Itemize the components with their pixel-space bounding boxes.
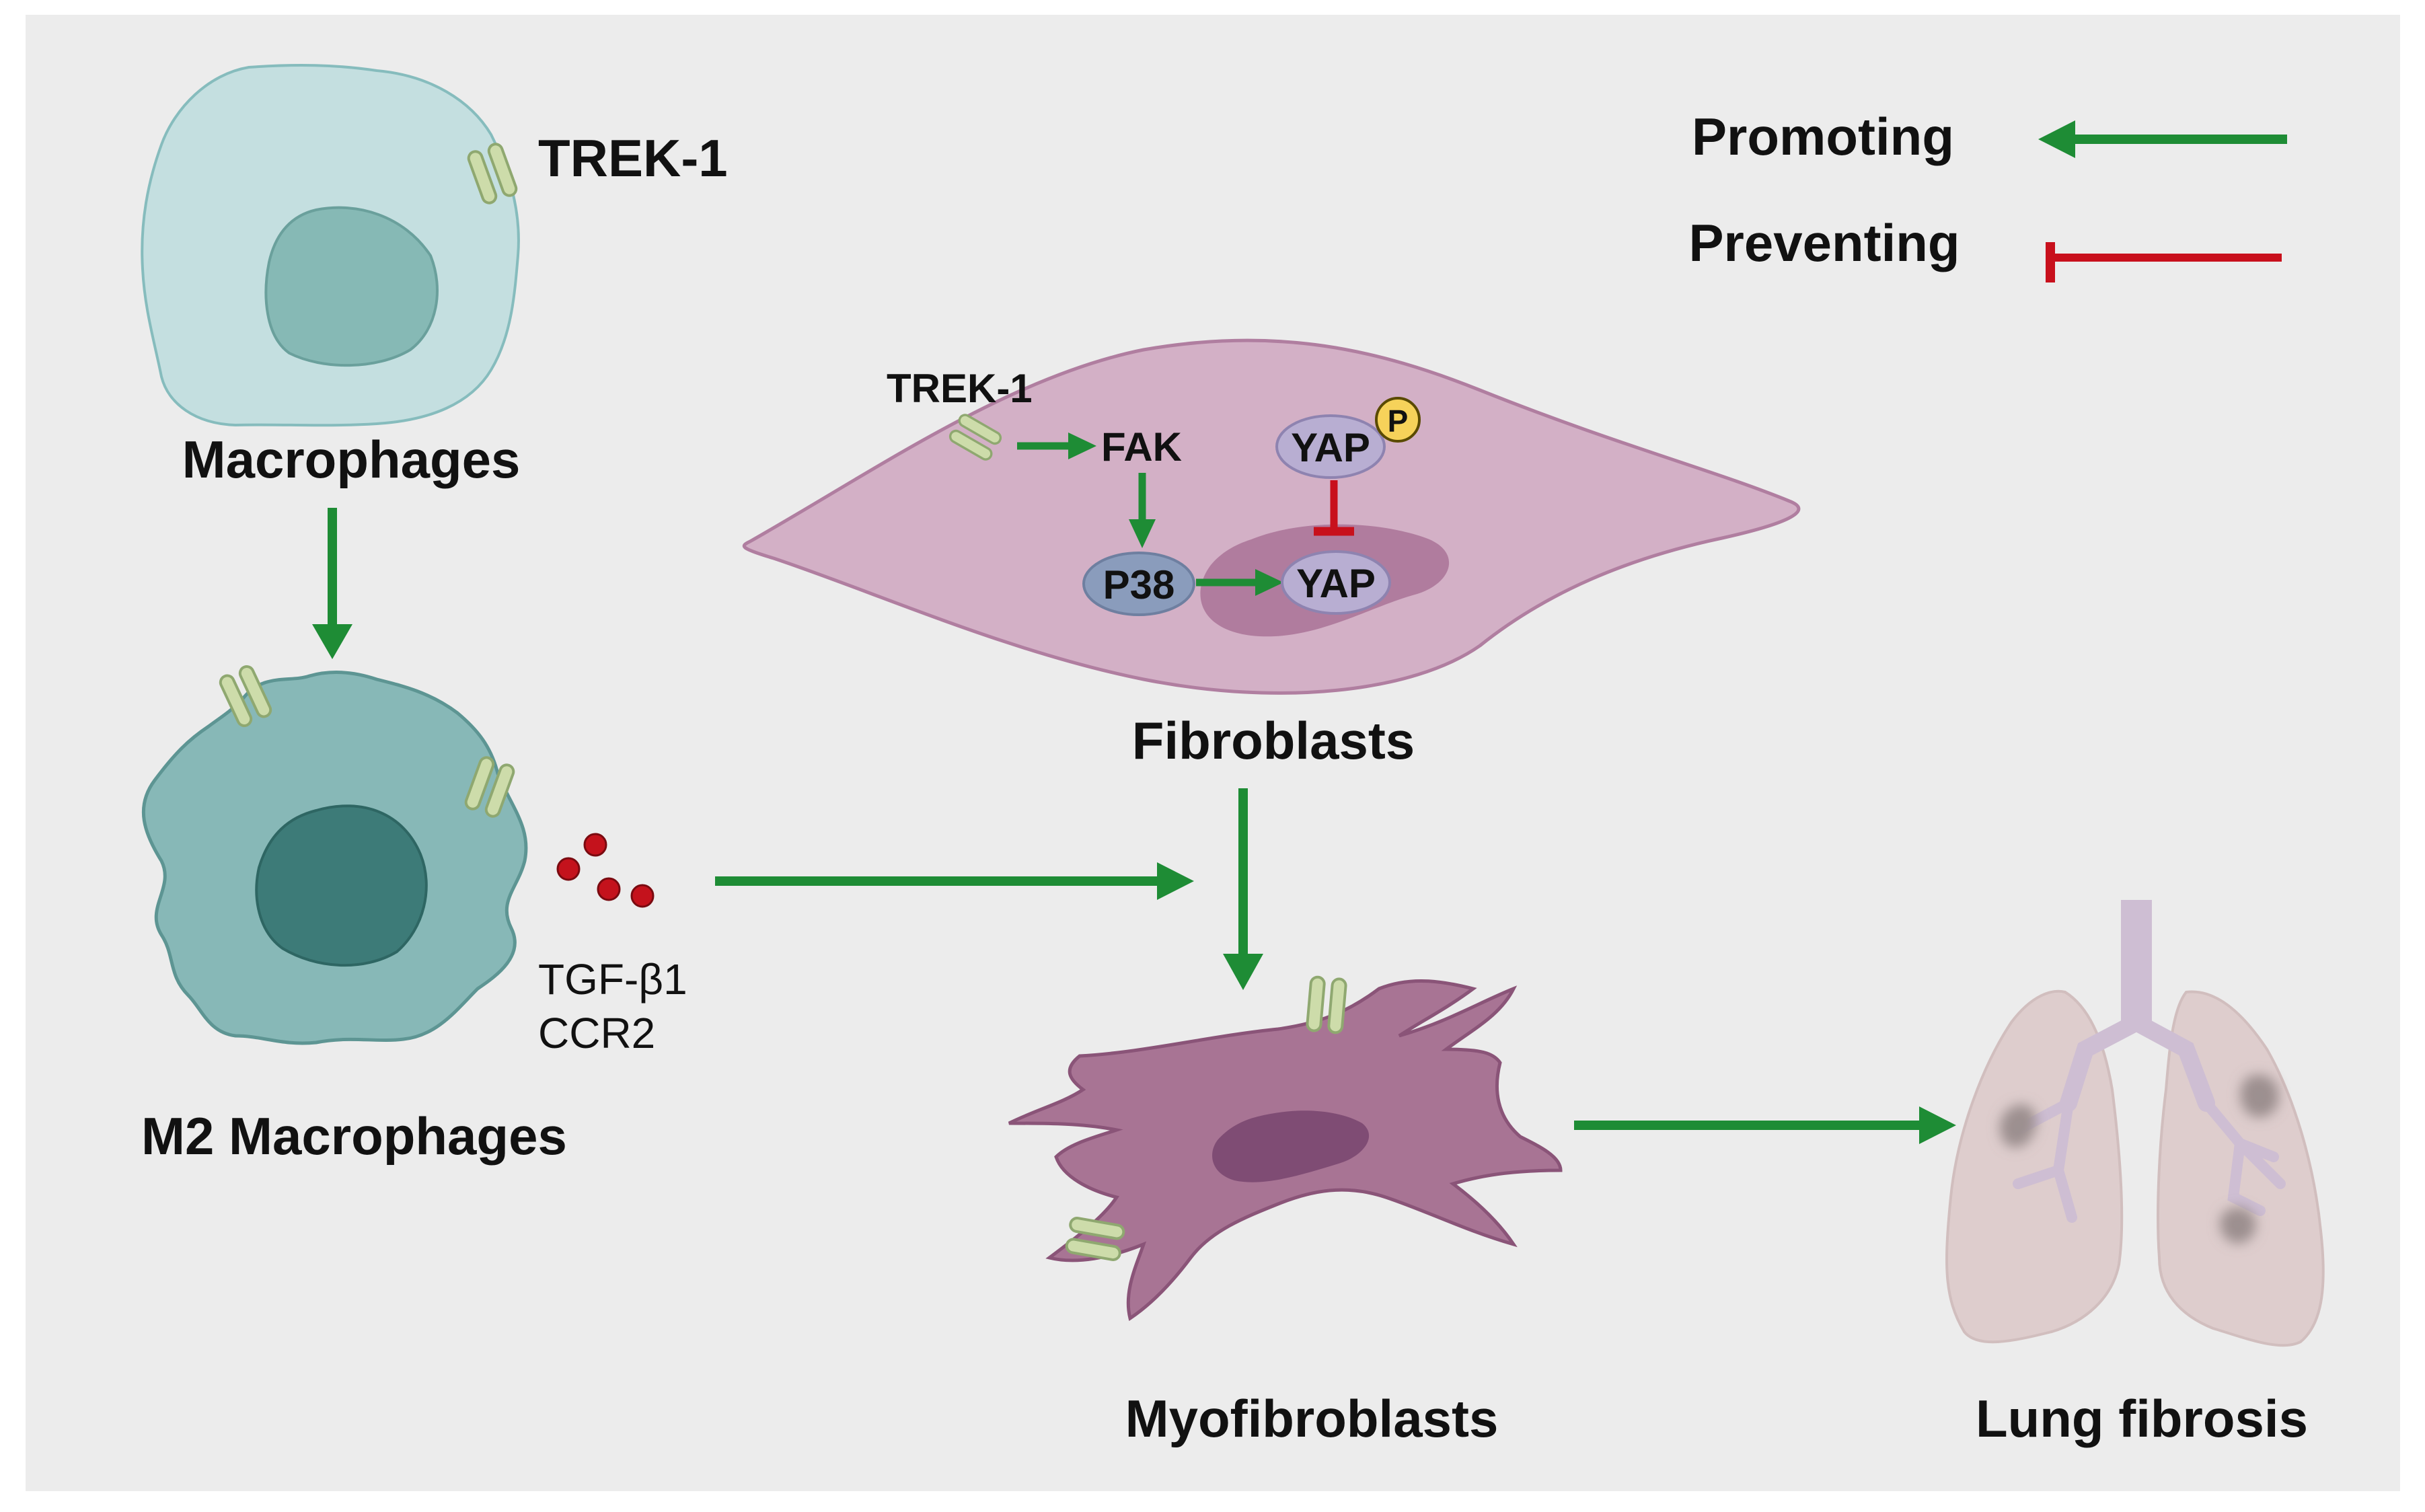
myofibroblast-nucleus bbox=[1212, 1110, 1370, 1182]
legend-preventing-label: Preventing bbox=[1688, 213, 1960, 272]
cytokine-dots bbox=[556, 833, 655, 908]
arrow-p38-to-yap bbox=[1255, 569, 1283, 596]
tgf-beta1-label: TGF-β1 bbox=[538, 955, 687, 1004]
yap-cytoplasm-node bbox=[1275, 414, 1386, 479]
lung-icon bbox=[1945, 900, 2325, 1347]
arrow-trek1-to-fak bbox=[1068, 432, 1096, 459]
phospho-label: P bbox=[1388, 404, 1409, 439]
yap-nuclear-label: YAP bbox=[1296, 561, 1376, 606]
legend: Promoting Preventing bbox=[1688, 107, 2287, 282]
fibroblasts-label: Fibroblasts bbox=[1132, 711, 1415, 770]
lung-fibrosis-label: Lung fibrosis bbox=[1976, 1389, 2308, 1448]
yap-cytoplasm-label: YAP bbox=[1291, 425, 1370, 470]
legend-promoting-arrow bbox=[2038, 120, 2075, 158]
yap-nuclear-node bbox=[1281, 550, 1391, 615]
arrow-macrophage-to-m2 bbox=[312, 624, 352, 659]
arrow-m2-to-myofibroblast bbox=[1157, 862, 1194, 900]
m2-macrophages-label: M2 Macrophages bbox=[141, 1106, 567, 1166]
arrow-fibroblast-to-myofibroblast bbox=[1223, 954, 1263, 990]
p38-label: P38 bbox=[1103, 562, 1175, 607]
arrow-fak-to-p38 bbox=[1129, 519, 1156, 548]
trek1-macrophage-label: TREK-1 bbox=[538, 128, 728, 188]
trek1-fibroblast-label: TREK-1 bbox=[887, 366, 1033, 411]
myofibroblasts-label: Myofibroblasts bbox=[1125, 1389, 1499, 1448]
macrophage-cell bbox=[141, 64, 520, 427]
p38-node bbox=[1082, 552, 1195, 616]
arrow-myofibroblast-to-lung bbox=[1919, 1106, 1956, 1144]
ccr2-label: CCR2 bbox=[538, 1009, 655, 1057]
myofibroblast-cell bbox=[1008, 979, 1563, 1322]
legend-promoting-label: Promoting bbox=[1692, 107, 1954, 166]
macrophages-label: Macrophages bbox=[182, 430, 521, 489]
m2-macrophage-cell bbox=[141, 671, 528, 1045]
fak-label: FAK bbox=[1101, 424, 1182, 469]
phospho-badge bbox=[1375, 397, 1421, 443]
